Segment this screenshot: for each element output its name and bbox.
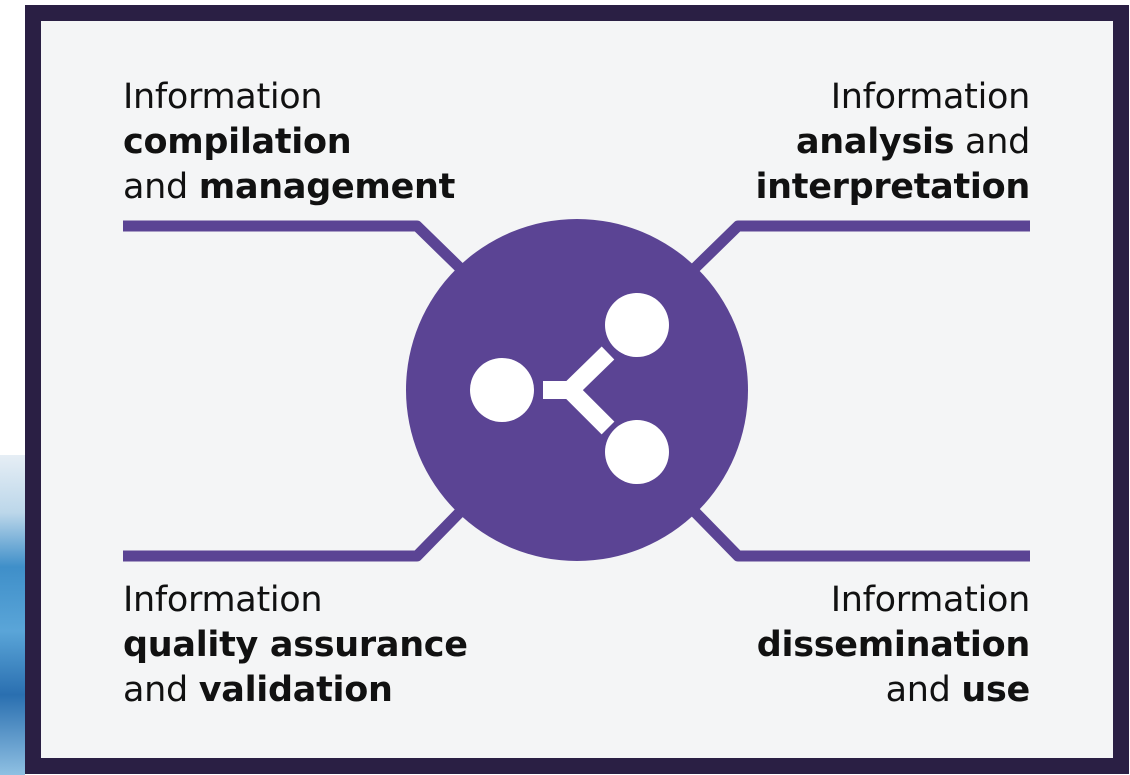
label-line: Information [123,580,323,620]
label-bold-term: use [961,670,1030,710]
label-connector-word: and [123,670,199,710]
label-compilation-management: Information compilation and management [123,75,455,210]
label-analysis-interpretation: Information analysis and interpretation [755,75,1030,210]
connector-bottom-right [691,508,1030,562]
label-dissemination-use: Information dissemination and use [756,578,1031,713]
label-line: Information [830,77,1031,117]
label-bold-term: quality assurance [123,625,468,665]
label-connector-word: and [885,670,962,710]
label-quality-assurance-validation: Information quality assurance and valida… [123,578,468,713]
connector-top-right [691,220,1030,272]
label-bold-term: validation [198,670,393,710]
label-connector-word: and [123,167,199,207]
connector-top-left [123,220,464,272]
label-bold-term: analysis [795,122,955,162]
label-bold-term: compilation [123,122,352,162]
label-line: Information [830,580,1031,620]
share-icon [470,293,669,484]
label-line: Information [123,77,323,117]
label-connector-word: and [954,122,1030,162]
label-bold-term: dissemination [756,625,1031,665]
background-photo-edge [0,455,25,775]
label-bold-term: interpretation [755,167,1030,207]
label-bold-term: management [198,167,456,207]
connector-bottom-left [123,508,464,562]
